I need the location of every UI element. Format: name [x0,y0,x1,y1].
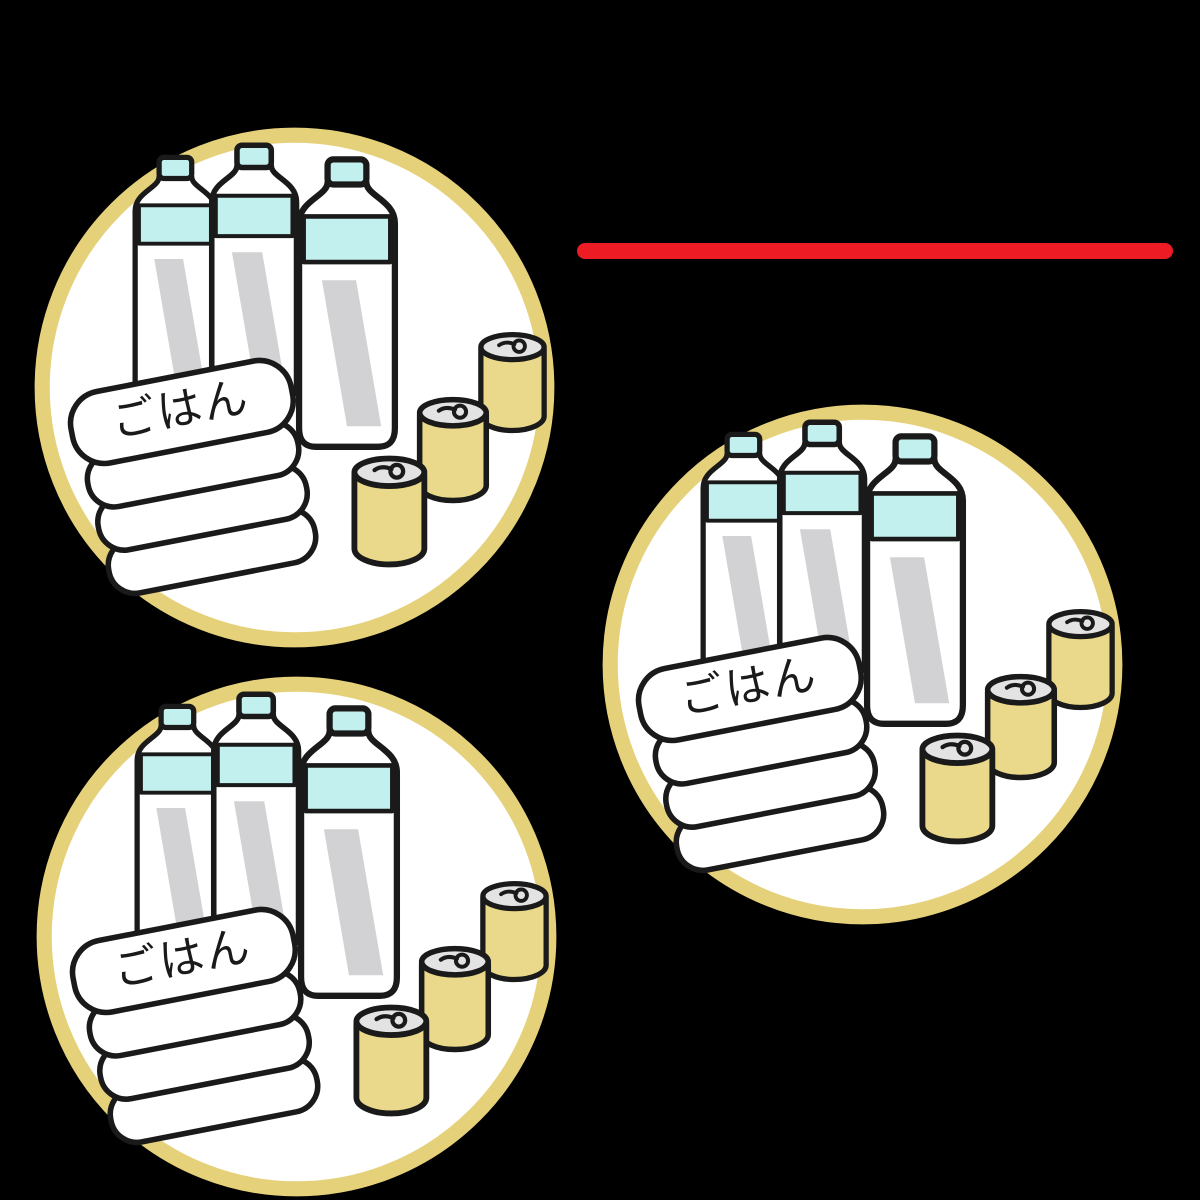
supply-set-illustration [44,684,549,1189]
red-divider-line [577,243,1173,259]
supply-set-bottom-left: ごはん [24,664,569,1200]
supply-set-illustration [42,135,547,640]
supply-set-top-left: ごはん [22,115,567,660]
supply-set-illustration [610,412,1115,917]
supply-set-middle-right: ごはん [590,392,1135,937]
